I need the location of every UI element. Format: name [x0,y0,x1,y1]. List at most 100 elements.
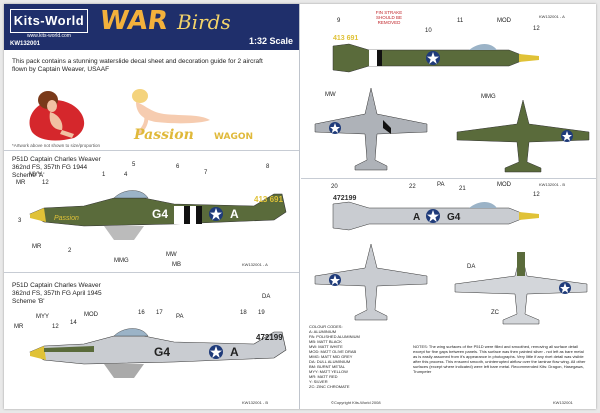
label-pa-right: PA [437,182,445,188]
label-12-top: 12 [533,26,540,32]
label-mod-top: MOD [497,18,511,24]
label-mr-b: MR [14,324,24,330]
nose-art-text-b: WAGON [214,132,253,142]
label-14: 14 [70,320,77,326]
label-3: 3 [18,218,22,224]
label-2: 2 [68,248,72,254]
label-10: 10 [425,28,432,34]
divider [301,178,596,179]
scheme-b-line1: P51D Captain Charles Weaver [12,282,101,289]
label-20: 20 [331,184,338,190]
colour-codes-title: COLOUR CODES: [309,324,343,329]
left-page: Kits-World www.kits-world.com KW132001 W… [4,4,300,409]
label-mb: MB [172,262,181,268]
label-mmg: MMG [114,258,129,264]
colour-code-item: ZC: ZINC CHROMATE [309,384,350,389]
footer-ref: KW132001 [553,400,573,405]
label-12-right: 12 [533,192,540,198]
scheme-a-underside [314,87,428,171]
scheme-b-codes: G4 [154,345,170,359]
scheme-b-caption: P51D Captain Charles Weaver 362nd FS, 35… [12,282,102,306]
scheme-a-topview [456,99,590,173]
label-pa-b: PA [176,314,184,320]
label-8: 8 [266,164,270,170]
divider [4,150,299,151]
divider [4,272,299,273]
scheme-a-line2: 362nd FS, 357th FG 1944 [12,164,88,171]
brand-logo: Kits-World [10,9,88,33]
pinup-red-icon [29,91,85,141]
label-mod-b: MOD [84,312,98,318]
scheme-a-profile: 413 691 G4 A Passion [29,190,287,240]
label-16: 16 [138,310,145,316]
scheme-a-line3: Scheme 'A' [12,172,45,179]
label-mod-right: MOD [497,182,511,188]
notes-text: NOTES: The wing surfaces of the P51D wer… [413,344,586,374]
scheme-a-ref: KW132001 - A [242,262,268,267]
scheme-a-letter: A [230,207,239,221]
colour-code-item: MR: MATT RED [309,374,338,379]
header-banner: Kits-World www.kits-world.com KW132001 W… [4,4,299,50]
label-22: 22 [409,184,416,190]
scheme-a-codes: G4 [152,207,168,221]
scheme-b-line2: 362nd FS, 357th FG April 1945 [12,290,102,297]
label-da-b: DA [262,294,271,300]
scheme-b-letter: A [230,345,239,359]
label-6: 6 [176,164,180,170]
colour-code-item: MOD: MATT OLIVE DRAB [309,349,357,354]
scale-label: 1:32 Scale [248,36,293,46]
label-5: 5 [132,162,136,168]
label-1: 1 [102,172,106,178]
colour-code-item: PA: POLISHED ALUMINIUM [309,334,360,339]
copyright: ©Copyright Kits-World 2008 [331,400,381,405]
right-bottom-ref: KW132001 - B [539,182,566,187]
label-mmg-top: MMG [481,94,496,100]
label-zc: ZC [491,310,499,316]
scheme-a-right-profile: 413 691 [332,35,539,73]
decal-sheet: Kits-World www.kits-world.com KW132001 W… [4,4,596,409]
label-21: 21 [459,186,466,192]
right-top-ref: KW132001 - A [539,14,565,19]
scheme-b-serial: 472199 [256,333,283,342]
label-17: 17 [156,310,163,316]
scheme-b-line3: Scheme 'B' [12,298,45,305]
colour-code-item: MMG: MATT MID GREY [309,354,353,359]
colour-code-item: MYY: MATT YELLOW [309,369,348,374]
brand-url: www.kits-world.com [27,33,71,39]
colour-codes: COLOUR CODES: A: ALUMINIUM PA: POLISHED … [309,324,409,389]
scheme-a-serial: 413 691 [254,195,283,204]
label-myy-b: MYY [36,314,50,320]
scheme-a-nose-text: Passion [54,215,79,222]
colour-code-item: MB: MATT BLACK [309,339,342,344]
right-bottom-serial: 472199 [333,195,356,202]
right-bottom-codes: G4 [447,212,461,223]
label-mr: MR [16,180,26,186]
intro-text: This pack contains a stunning waterslide… [12,58,263,73]
label-mw-top: MW [325,92,336,98]
right-top-serial: 413 691 [333,35,358,42]
label-19: 19 [258,310,265,316]
nose-art: Passion WAGON [29,89,253,142]
label-myy: MYY [29,172,43,178]
scheme-a-caption: P51D Captain Charles Weaver 362nd FS, 35… [12,156,101,180]
label-4: 4 [124,172,128,178]
colour-code-item: A: ALUMINIUM [309,329,337,334]
colour-code-item: MW: MATT WHITE [309,344,343,349]
colour-code-item: BM: BURNT METAL [309,364,346,369]
fin-strake-note: FIN STRAKE SHOULD BE REMOVED [375,10,403,25]
colour-code-item: DA: DULL ALUMINIUM [309,359,351,364]
label-mw: MW [166,252,177,258]
scheme-b-ref: KW132001 - B [242,400,269,405]
label-mr2: MR [32,244,42,250]
artwork-note: *Artwork above not shown to size/proport… [12,143,101,148]
label-9: 9 [337,18,341,24]
right-bottom-letter: A [413,212,420,223]
right-page: FIN STRAKE SHOULD BE REMOVED 9 11 MOD 10… [301,4,596,409]
label-18: 18 [240,310,247,316]
label-11: 11 [457,18,464,24]
pinup-blonde-icon [132,89,210,136]
colour-code-item: Y: SILVER [309,379,328,384]
scheme-b-underside [314,243,428,321]
title-birds: Birds [177,10,231,34]
product-code: KW132001 [10,41,41,47]
